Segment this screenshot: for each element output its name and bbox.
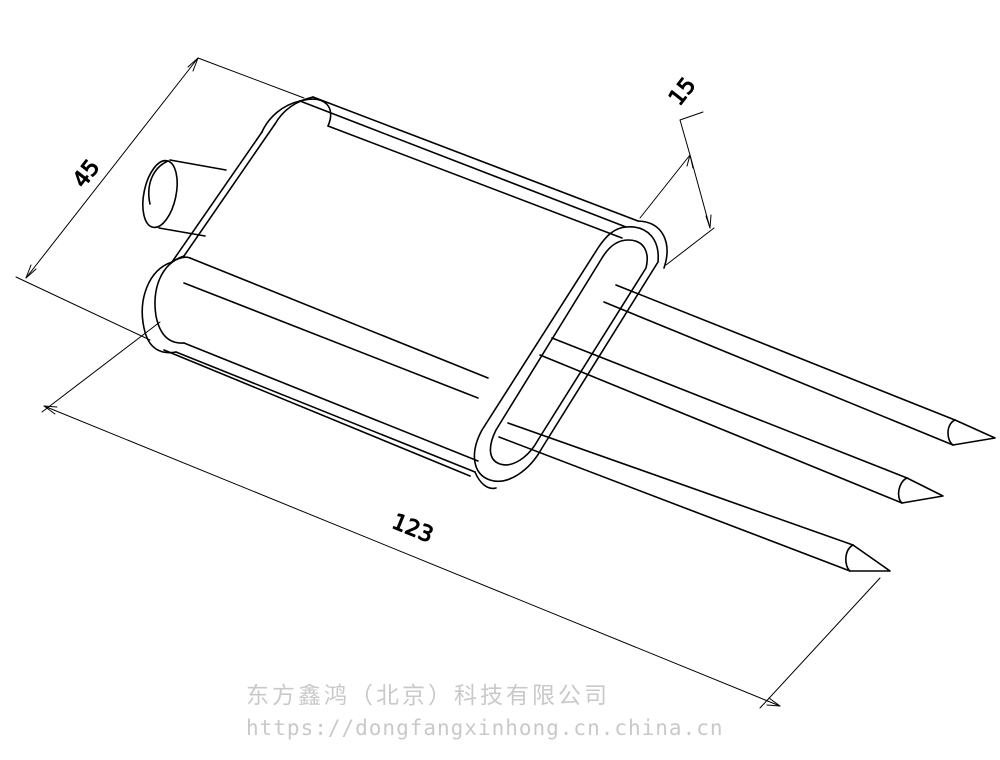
probe-3: [498, 422, 891, 572]
dimension-width: [15, 57, 305, 341]
probe-2: [539, 337, 944, 504]
dimension-depth: [639, 111, 715, 266]
sensor-housing: [141, 96, 668, 490]
dimension-depth-label: 15: [664, 73, 701, 110]
dimension-length: [41, 321, 881, 709]
watermark-company: 东方鑫鸿（北京）科技有限公司: [246, 683, 610, 709]
watermark-url: https://dongfangxinhong.cn.china.cn: [246, 716, 724, 740]
cable-connector: [142, 159, 227, 237]
dimension-width-label: 45: [68, 155, 105, 192]
probe-1: [603, 284, 996, 446]
dimension-length-label: 123: [388, 510, 436, 549]
